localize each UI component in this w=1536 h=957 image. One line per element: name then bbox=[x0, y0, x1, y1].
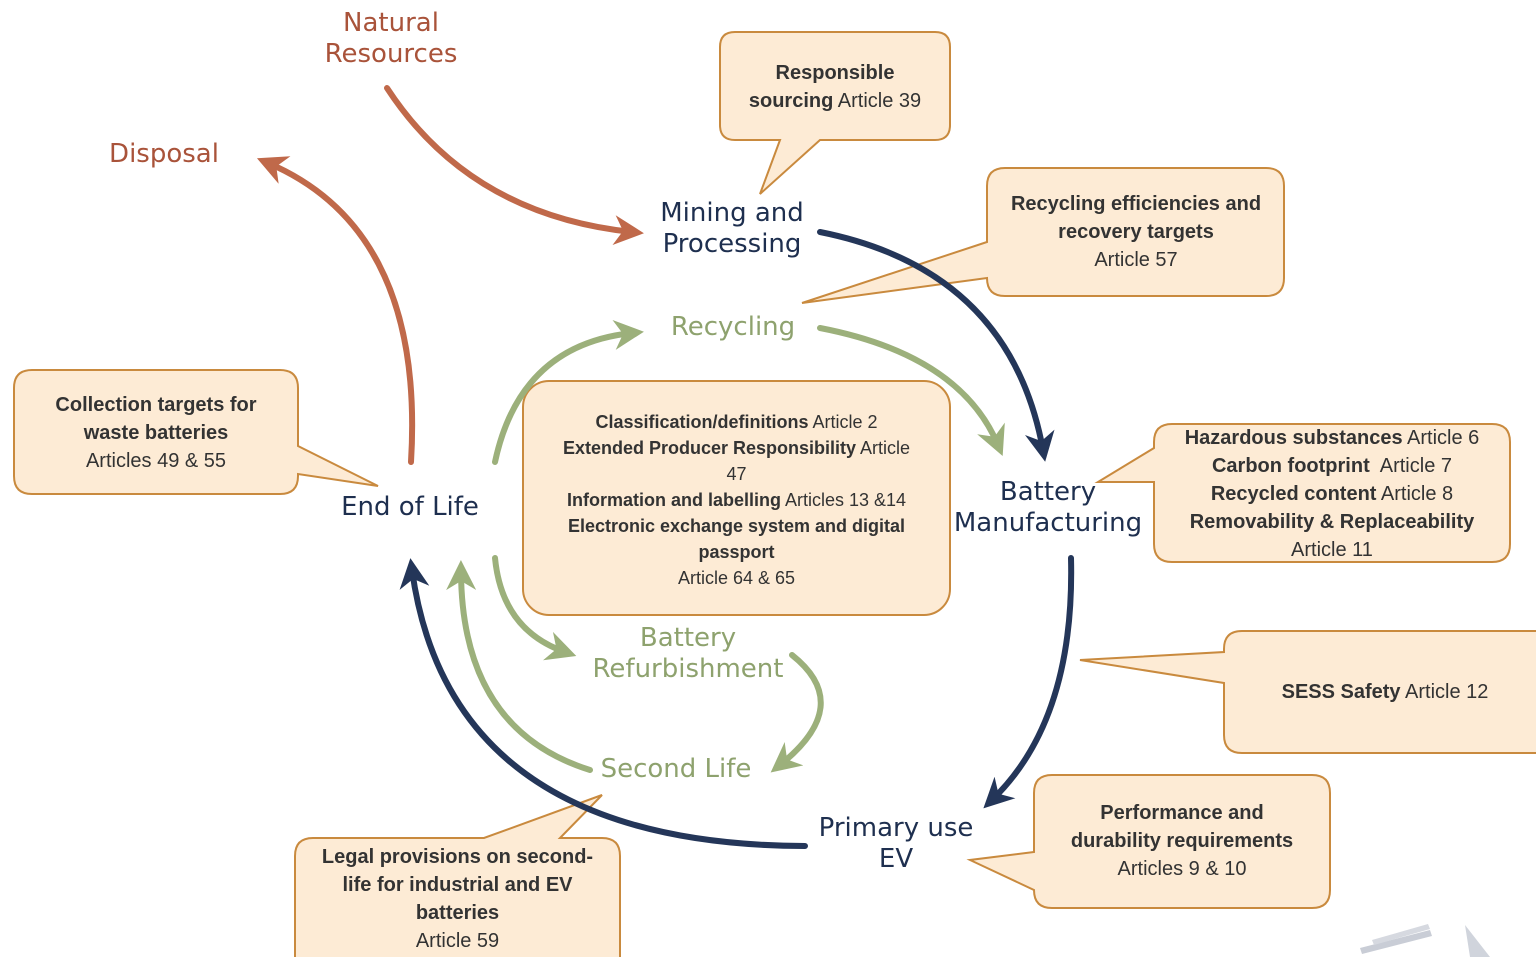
node-refurbishment-line2: Refurbishment bbox=[592, 654, 784, 685]
callout-text: Performance and bbox=[1100, 802, 1264, 824]
logo-fragment-icon bbox=[1360, 924, 1490, 957]
callout-hazardous-shape bbox=[1094, 423, 1511, 563]
node-disposal: Disposal bbox=[109, 139, 219, 169]
node-second-life: Second Life bbox=[600, 754, 752, 784]
callout-text: Electronic exchange system and digital bbox=[567, 516, 906, 536]
callout-text: durability requirements bbox=[1070, 830, 1294, 852]
node-primary-use-line2: EV bbox=[878, 844, 914, 875]
callout-hazardous: Hazardous substances Article 6 Carbon fo… bbox=[1156, 424, 1508, 564]
node-manufacturing-line2: Manufacturing bbox=[953, 508, 1143, 539]
node-natural-resources-line1: Natural bbox=[343, 8, 439, 38]
callout-text: Extended Producer Responsibility bbox=[562, 438, 857, 458]
arrow-natural-to-mining bbox=[384, 85, 644, 246]
callout-article: Article 2 bbox=[808, 412, 878, 432]
arrow-endoflife-to-recycling bbox=[492, 320, 644, 465]
callout-sess-safety: SESS Safety Article 12 bbox=[1240, 660, 1530, 724]
callout-collection-targets: Collection targets for waste batteries A… bbox=[16, 390, 296, 476]
callout-text: life for industrial and EV bbox=[342, 874, 573, 896]
callout-text: SESS Safety bbox=[1281, 681, 1401, 703]
callout-text: Hazardous substances bbox=[1184, 427, 1403, 449]
callout-article: Article 11 bbox=[1291, 539, 1373, 561]
callout-responsible-sourcing: Responsible sourcing Article 39 bbox=[722, 58, 948, 116]
callout-text: Responsible bbox=[775, 62, 895, 84]
callout-article: Article 59 bbox=[415, 930, 500, 952]
node-mining-line2: Processing bbox=[662, 229, 802, 260]
callout-article: Articles 13 &14 bbox=[780, 490, 907, 510]
node-mining-processing: Mining and Processing bbox=[652, 198, 812, 260]
callout-text: Recycling efficiencies and bbox=[1010, 193, 1262, 215]
callout-text: Carbon footprint bbox=[1211, 455, 1370, 477]
node-recycling: Recycling bbox=[670, 312, 796, 342]
arrow-endoflife-to-disposal bbox=[256, 156, 416, 465]
callout-responsible-sourcing-shape bbox=[719, 31, 951, 195]
callout-text: Removability & Replaceability bbox=[1189, 511, 1475, 533]
callout-performance: Performance and durability requirements … bbox=[1036, 798, 1328, 884]
callout-text: Collection targets for bbox=[55, 394, 257, 416]
node-battery-refurbishment: Battery Refurbishment bbox=[585, 623, 791, 685]
callout-article: Article 39 bbox=[837, 90, 922, 112]
arrow-primary-use-to-endoflife bbox=[399, 558, 808, 849]
arrow-recycling-to-manufacturing bbox=[817, 325, 1005, 457]
callout-text: Classification/definitions bbox=[595, 412, 809, 432]
arrow-manufacturing-to-primary-use bbox=[983, 555, 1075, 809]
callout-text: Information and labelling bbox=[566, 490, 781, 510]
callout-recycling-targets: Recycling efficiencies and recovery targ… bbox=[990, 189, 1282, 275]
callout-central-shape bbox=[522, 380, 951, 616]
node-battery-manufacturing: Battery Manufacturing bbox=[950, 477, 1146, 539]
callout-article: Article bbox=[856, 438, 911, 458]
callout-article: Article 7 bbox=[1369, 455, 1452, 477]
callout-article: Article 64 & 65 bbox=[677, 568, 796, 588]
node-mining-line1: Mining and bbox=[660, 198, 804, 228]
callout-central: Classification/definitions Article 2 Ext… bbox=[525, 408, 948, 592]
callout-text: recovery targets bbox=[1058, 221, 1214, 243]
callout-text: waste batteries bbox=[83, 422, 229, 444]
arrow-refurbishment-to-second-life bbox=[770, 652, 824, 773]
node-natural-resources-line2: Resources bbox=[324, 39, 458, 70]
node-refurbishment-line1: Battery bbox=[639, 623, 737, 653]
callout-article: Article 57 bbox=[1094, 249, 1178, 271]
callout-text: sourcing bbox=[748, 90, 834, 112]
node-primary-use-line1: Primary use bbox=[818, 813, 974, 843]
callout-article: Article 6 bbox=[1402, 427, 1480, 449]
arrow-second-life-to-endoflife bbox=[446, 560, 593, 773]
callout-second-life-legal: Legal provisions on second- life for ind… bbox=[297, 842, 618, 956]
callout-sess-shape bbox=[1079, 630, 1536, 754]
node-primary-use-ev: Primary use EV bbox=[812, 813, 980, 875]
arrow-endoflife-to-refurbishment bbox=[492, 555, 577, 661]
callout-collection-targets-shape bbox=[13, 369, 379, 495]
callout-article: Article 8 bbox=[1376, 483, 1454, 505]
node-end-of-life: End of Life bbox=[341, 492, 479, 522]
callout-article: Article 12 bbox=[1400, 681, 1489, 703]
callout-article: Articles 49 & 55 bbox=[85, 450, 227, 472]
callout-text: passport bbox=[698, 542, 775, 562]
node-manufacturing-line1: Battery bbox=[999, 477, 1097, 507]
callout-text: Recycled content bbox=[1210, 483, 1377, 505]
callout-second-life-legal-shape bbox=[294, 794, 621, 957]
callout-text: batteries bbox=[415, 902, 500, 924]
callout-performance-shape bbox=[966, 774, 1331, 909]
callout-article: Articles 9 & 10 bbox=[1117, 858, 1247, 880]
node-natural-resources: Natural Resources bbox=[310, 8, 472, 70]
callout-article: 47 bbox=[726, 464, 747, 484]
arrow-mining-to-manufacturing bbox=[817, 229, 1055, 462]
callout-text: Legal provisions on second- bbox=[321, 846, 594, 868]
